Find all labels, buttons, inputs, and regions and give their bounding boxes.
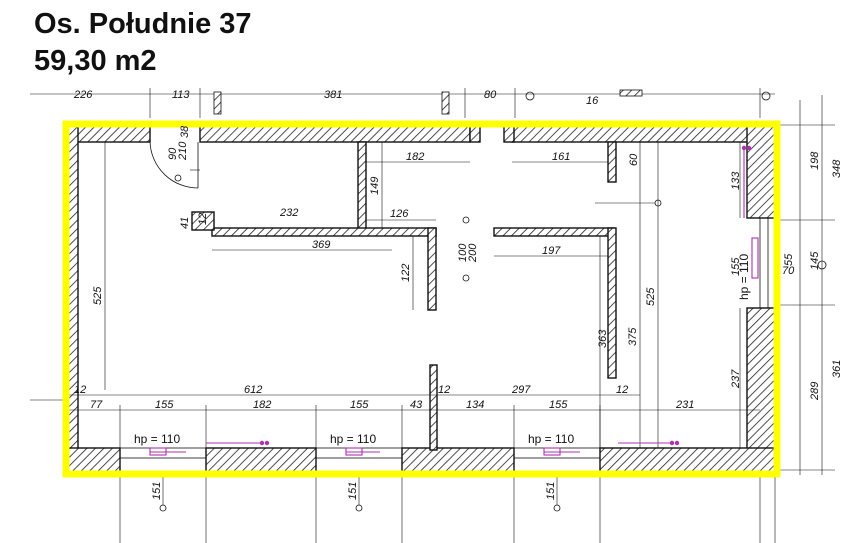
door-mark-100: 100: [457, 243, 469, 262]
dim-v-237: 237: [730, 369, 742, 389]
dim-v-122: 122: [400, 264, 412, 282]
dim-232: 232: [279, 207, 298, 219]
dim-b1-612: 612: [244, 384, 262, 396]
window-label-2: hp = 110: [330, 432, 376, 446]
window-fixtures: [119, 145, 769, 459]
dim-v-155: 155: [730, 257, 742, 276]
dim-b2-231: 231: [675, 399, 694, 411]
right-dimension-lines: [774, 95, 835, 475]
dim-top-80: 80: [484, 89, 497, 101]
dim-b2-182: 182: [253, 399, 271, 411]
window-label-3: hp = 110: [528, 432, 574, 446]
top-dimension-line: [30, 88, 775, 118]
dim-r-198: 198: [809, 151, 821, 170]
sill-mark-1: 151: [151, 482, 163, 500]
dim-b2-134: 134: [466, 399, 484, 411]
dim-b1-12b: 12: [438, 384, 450, 396]
dim-b2-155c: 155: [549, 399, 568, 411]
dim-room-161: 161: [552, 151, 570, 163]
dim-369: 369: [312, 239, 330, 251]
dim-b2-77: 77: [90, 399, 103, 411]
highlight-border: [62, 120, 781, 478]
dim-top-226: 226: [73, 89, 93, 101]
dim-top-381: 381: [324, 89, 342, 101]
dim-b2-43: 43: [410, 399, 423, 411]
dim-v-149: 149: [369, 177, 381, 195]
area-title: 59,30 m2: [34, 45, 157, 77]
dim-v-60: 60: [628, 153, 640, 166]
window-tag-70: 70: [782, 265, 795, 277]
dim-b1-12c: 12: [616, 384, 628, 396]
dim-small-12: 12: [197, 213, 209, 225]
dim-b1-12a: 12: [74, 384, 86, 396]
dim-small-41: 41: [179, 217, 191, 229]
address-title: Os. Południe 37: [34, 8, 252, 40]
outer-walls: [65, 123, 778, 475]
sill-mark-3: 151: [545, 482, 557, 500]
dim-b2-155b: 155: [350, 399, 369, 411]
dim-r-289: 289: [809, 382, 821, 401]
dimension-labels: 226 113 381 80 16 182 161 232 126 369 19…: [73, 89, 843, 500]
door-mark-210: 210: [177, 141, 189, 161]
door-mark-200: 200: [467, 243, 479, 263]
dim-v-363: 363: [597, 329, 609, 348]
dim-197: 197: [542, 245, 561, 257]
window-label-1: hp = 110: [134, 432, 180, 446]
interior-dimension-lines: [66, 142, 760, 456]
door-swings: [149, 141, 662, 282]
dim-b1-297: 297: [511, 384, 531, 396]
sill-mark-2: 151: [347, 482, 359, 500]
dim-126: 126: [390, 208, 409, 220]
dim-top-16: 16: [586, 95, 599, 107]
internal-walls: [191, 123, 617, 451]
window-tag-55: 55: [783, 253, 795, 266]
dim-top-113: 113: [172, 89, 190, 101]
dim-small-38: 38: [179, 125, 191, 138]
dim-left-525: 525: [92, 286, 104, 305]
dim-r-361: 361: [831, 360, 843, 378]
door-mark-90: 90: [167, 147, 179, 160]
dim-v-525: 525: [645, 287, 657, 306]
sill-marks: [119, 474, 776, 543]
dim-r-145: 145: [809, 251, 821, 270]
dim-v-133: 133: [730, 171, 742, 190]
dim-room-182: 182: [406, 151, 424, 163]
window-label-4: hp = 110: [737, 254, 751, 300]
dim-v-375: 375: [627, 327, 639, 346]
dim-b2-155a: 155: [155, 399, 174, 411]
dim-r-348: 348: [831, 159, 843, 178]
